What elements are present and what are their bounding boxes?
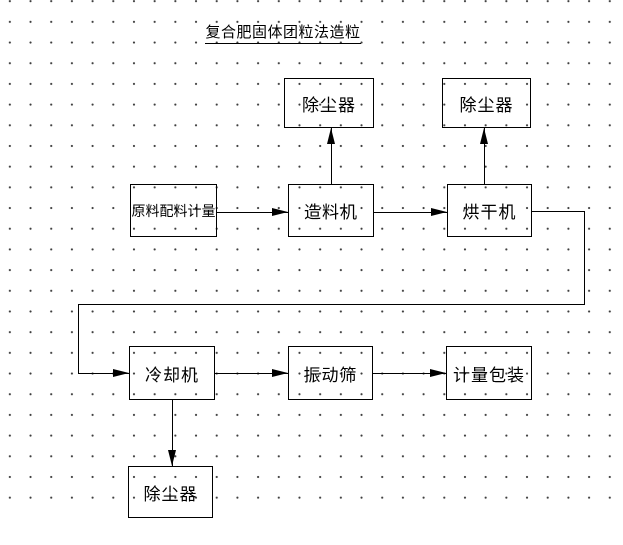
node-dust-collector-2-label: 除尘器 [459, 95, 514, 116]
edge-granulator-to-dust1-line [331, 128, 332, 184]
node-granulator-label: 造料机 [304, 203, 358, 223]
edge-dryer-to-cooler-segment-2 [584, 211, 585, 304]
node-cooler-label: 冷却机 [145, 365, 199, 386]
node-dust-collector-2: 除尘器 [442, 78, 531, 128]
edge-cooler-to-screen-line [215, 373, 288, 374]
edge-dryer-to-cooler-arrowhead-icon [113, 369, 129, 377]
edge-dryer-to-dust2-line [484, 128, 485, 184]
edge-granulator-to-dryer-arrowhead-icon [431, 208, 447, 216]
edge-dryer-to-cooler-segment-4 [78, 304, 79, 374]
diagram-title: 复合肥固体团粒法造粒 [205, 21, 361, 44]
grid-background [0, 0, 623, 516]
edge-cooler-to-dust3-arrowhead-icon [168, 450, 176, 466]
node-dust-collector-3: 除尘器 [128, 466, 213, 518]
edge-screen-to-packaging-line [373, 373, 446, 374]
node-dust-collector-1: 除尘器 [284, 78, 374, 128]
edge-dryer-to-cooler-segment-3 [78, 304, 585, 305]
node-dryer-label: 烘干机 [462, 203, 517, 223]
node-raw-material-metering: 原料配料计量 [130, 184, 217, 237]
edge-raw-to-granulator-line [217, 212, 288, 213]
edge-cooler-to-dust3-line [172, 400, 173, 466]
node-cooler: 冷却机 [129, 346, 215, 400]
edge-cooler-to-screen-arrowhead-icon [272, 369, 288, 377]
node-dust-collector-3-label: 除尘器 [143, 484, 198, 505]
edge-raw-to-granulator-arrowhead-icon [272, 208, 288, 216]
node-granulator: 造料机 [288, 184, 374, 237]
edge-granulator-to-dryer-line [374, 212, 447, 213]
node-dryer: 烘干机 [447, 184, 532, 237]
edge-granulator-to-dust1-arrowhead-icon [327, 128, 335, 144]
node-vibrating-screen-label: 振动筛 [303, 365, 358, 386]
node-metering-packaging: 计量包装 [446, 346, 532, 400]
edge-dryer-to-dust2-arrowhead-icon [480, 128, 488, 144]
node-vibrating-screen: 振动筛 [288, 346, 373, 400]
edge-dryer-to-cooler-segment-5 [78, 373, 129, 374]
node-raw-material-metering-label: 原料配料计量 [131, 203, 216, 220]
edge-dryer-to-cooler-segment-1 [532, 211, 585, 212]
node-metering-packaging-label: 计量包装 [453, 365, 525, 386]
edge-screen-to-packaging-arrowhead-icon [430, 369, 446, 377]
node-dust-collector-1-label: 除尘器 [302, 95, 356, 116]
